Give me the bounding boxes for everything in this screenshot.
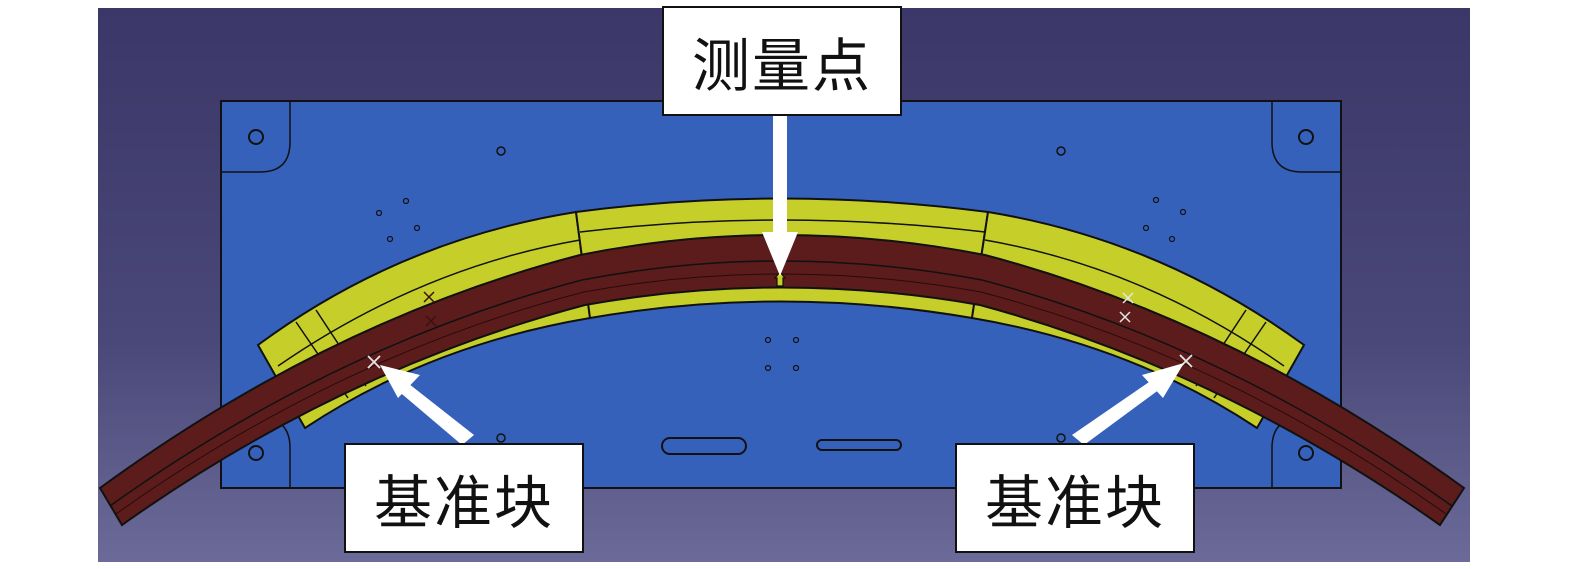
datum-block-right-text: 基准块 (984, 469, 1165, 537)
arrow-datum-left (380, 365, 474, 445)
datum-block-left-text: 基准块 (373, 469, 554, 537)
cross-marker-icon (423, 291, 1134, 327)
datum-block-left-label: 基准块 (344, 443, 584, 553)
callout-arrows (380, 116, 1184, 445)
measurement-point-label: 测量点 (662, 6, 902, 116)
measurement-point-text: 测量点 (691, 32, 872, 100)
datum-block-right-label: 基准块 (955, 443, 1195, 553)
arrow-datum-right (1072, 363, 1184, 445)
arrow-measurement-point (762, 116, 798, 276)
